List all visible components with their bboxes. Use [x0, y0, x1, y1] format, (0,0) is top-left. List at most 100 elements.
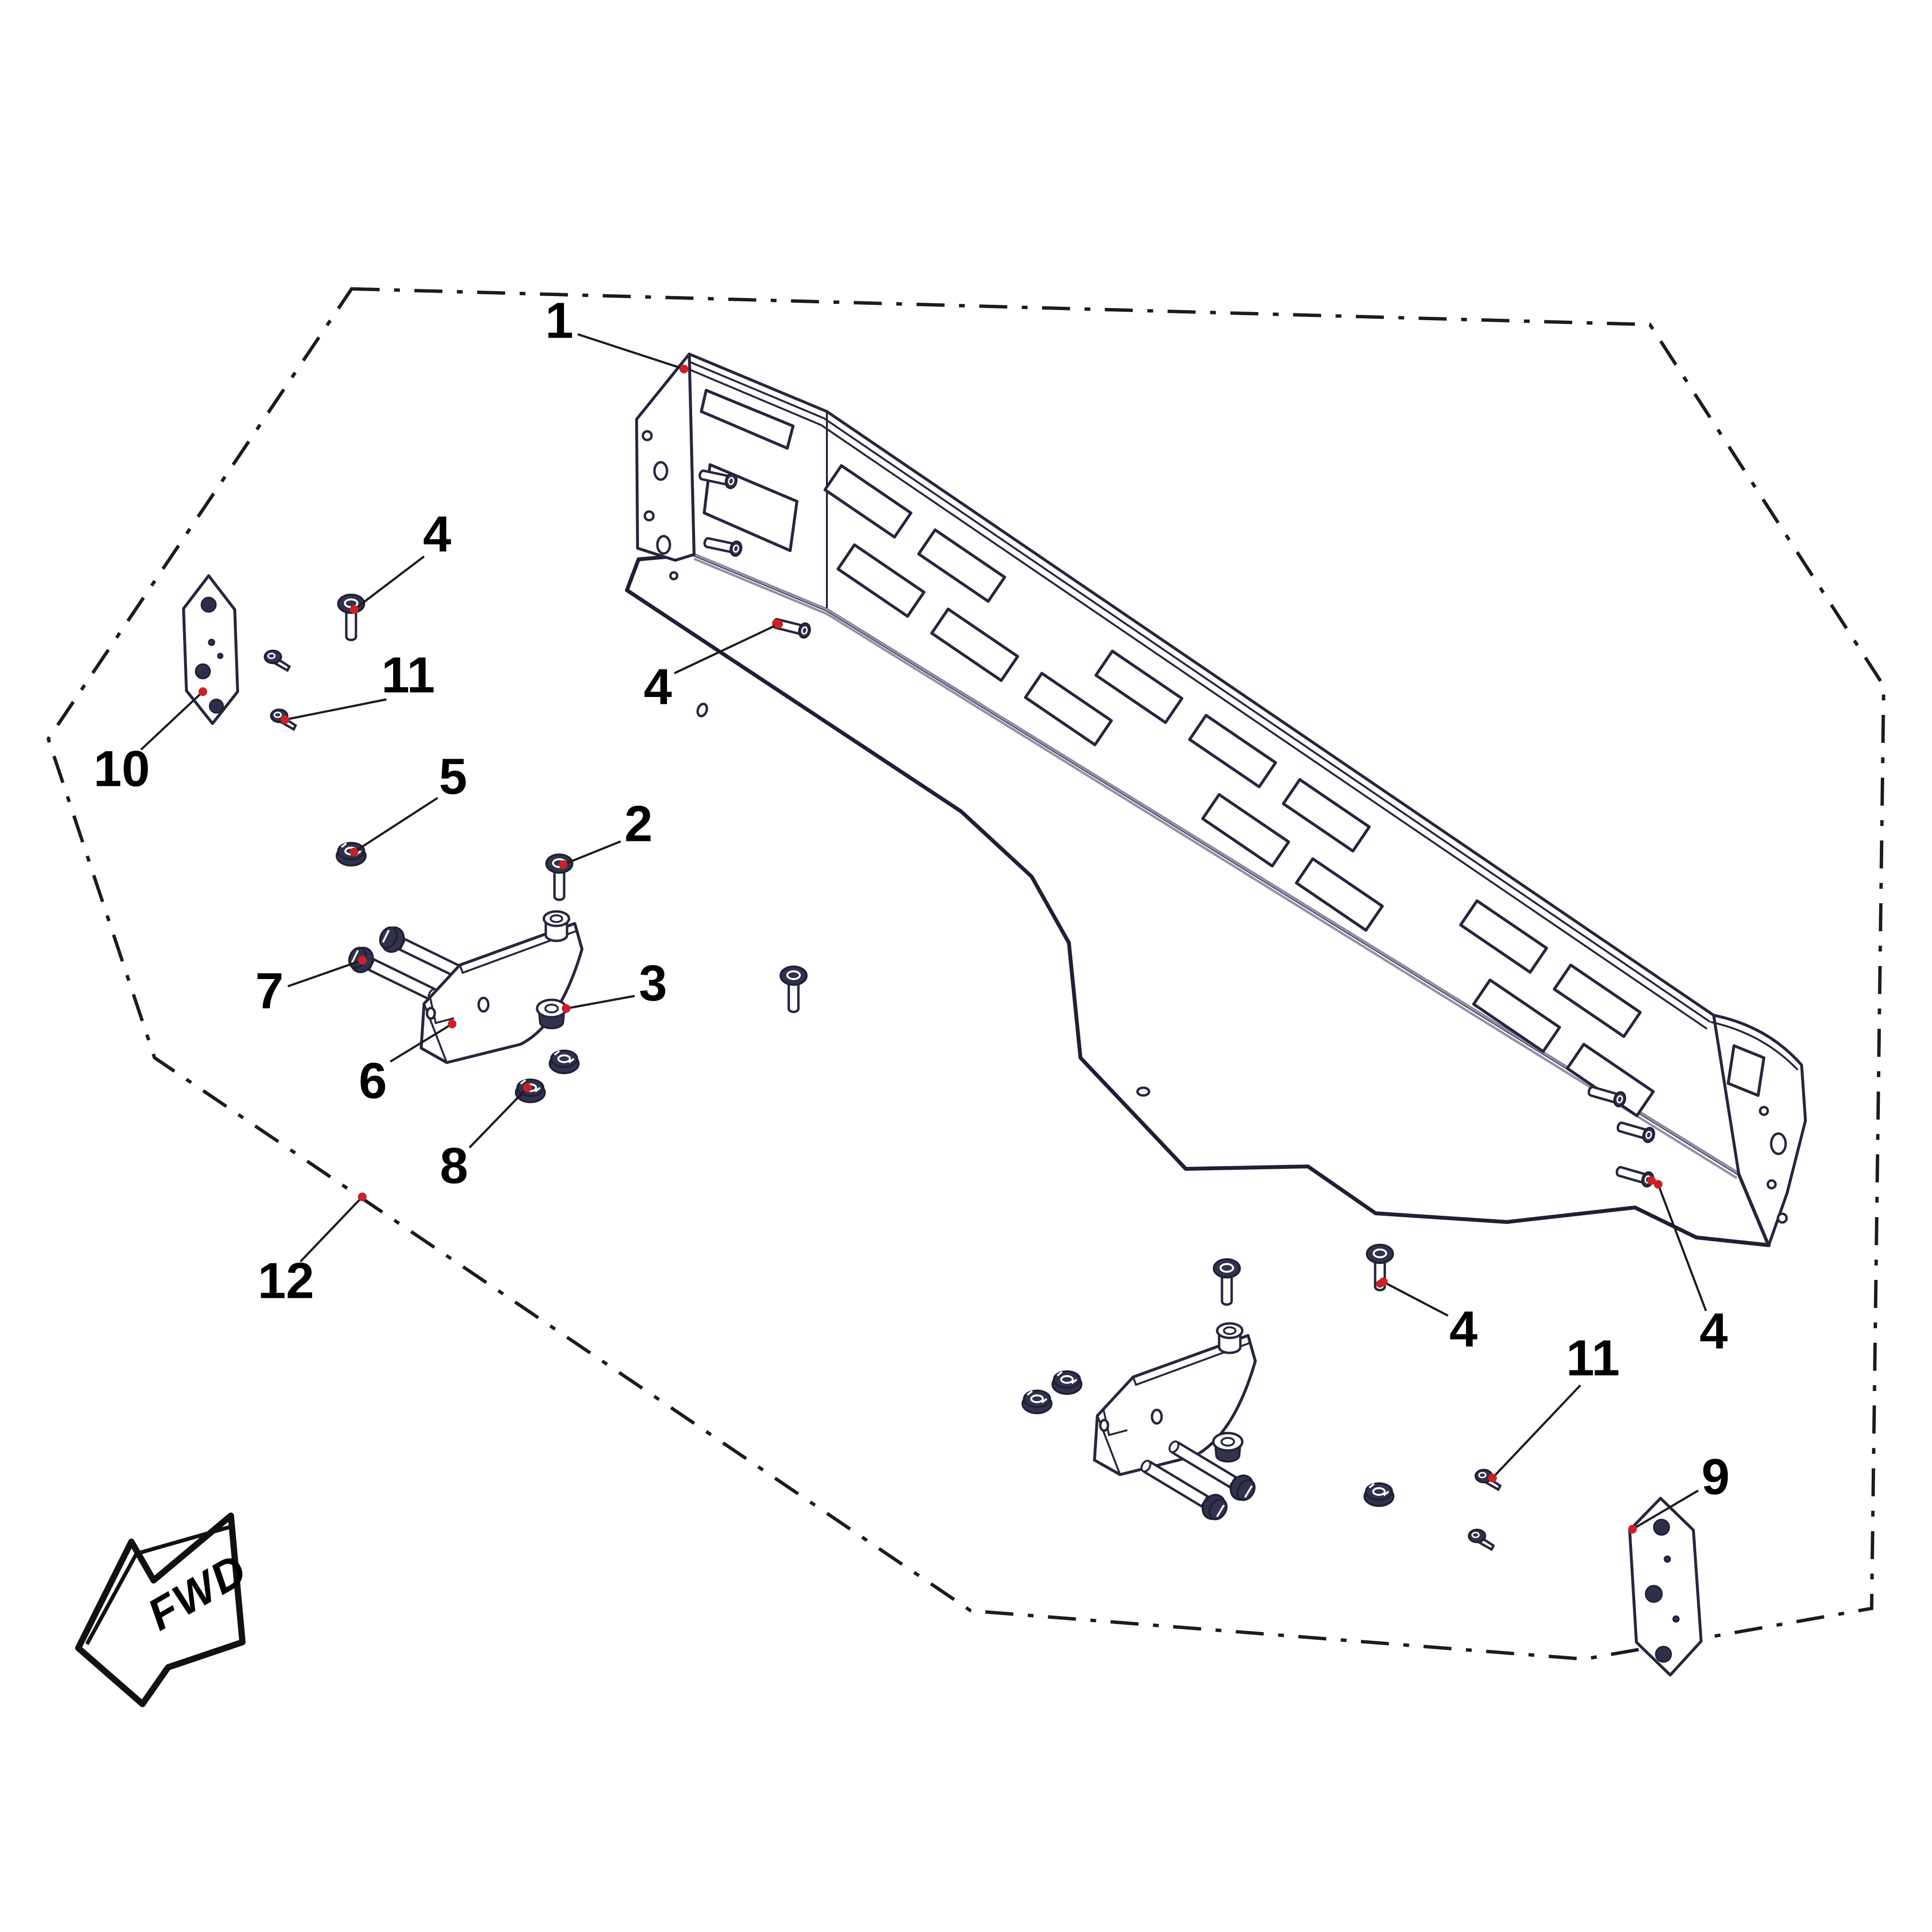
louver-slot [824, 464, 912, 539]
push-screw [1469, 1530, 1493, 1549]
callout-11: 11 [281, 647, 435, 724]
socket-bolt [546, 854, 572, 900]
callout-target-dot [350, 848, 358, 856]
push-screw [265, 651, 289, 670]
callout-number: 7 [256, 963, 284, 1020]
cap-hole [641, 430, 653, 441]
right-hardware-group [1022, 1245, 1703, 1676]
skirt-hole [1136, 1086, 1151, 1097]
callout-number: 11 [382, 647, 435, 704]
louver-slot [1459, 899, 1548, 974]
cap-hole [653, 461, 668, 481]
callout-leader-line [389, 1023, 453, 1063]
callout-target-dot [559, 860, 568, 869]
louver-slot [1188, 714, 1277, 788]
callout-leader-line [353, 555, 425, 611]
callout-5: 5 [350, 749, 467, 856]
cap-hole [1776, 1212, 1788, 1224]
callout-target-dot [199, 687, 207, 696]
callout-number: 4 [423, 506, 451, 563]
louver-slot [1282, 778, 1371, 852]
callout-4: 4 [1379, 1278, 1477, 1358]
callout-2: 2 [559, 796, 653, 869]
callout-target-dot [1488, 1474, 1497, 1482]
plate-hole [1655, 1646, 1672, 1663]
right-end-cap-fold [1713, 1015, 1740, 1174]
hex-flange-bolt [1136, 1453, 1231, 1524]
plate-hole [200, 597, 217, 613]
callout-4: 4 [1654, 1180, 1728, 1360]
callout-target-dot [1628, 1525, 1637, 1534]
callout-target-dot [1654, 1180, 1662, 1189]
flange-nut [1022, 1390, 1052, 1414]
callout-number: 4 [644, 659, 672, 715]
callout-number: 9 [1702, 1449, 1730, 1506]
callout-number: 12 [258, 1253, 314, 1309]
callout-target-dot [350, 605, 358, 614]
callout-number: 2 [625, 796, 653, 852]
callout-leader-line [287, 959, 363, 988]
bracket-bushing [542, 910, 570, 942]
fwd-direction-arrow: FWD [75, 1512, 256, 1707]
callout-8: 8 [440, 1083, 532, 1194]
fold-line [694, 553, 1740, 1175]
callout-leader-line [353, 797, 439, 853]
louver-slot [930, 608, 1019, 682]
callout-12: 12 [258, 1193, 367, 1309]
callout-leader-line [566, 994, 635, 1010]
plate-hole [1672, 1615, 1680, 1623]
fold-line [694, 557, 1738, 1179]
socket-bolt [1214, 1259, 1240, 1305]
callout-3: 3 [562, 955, 667, 1013]
callout-leader-line [1657, 1184, 1707, 1311]
plate-hole [209, 698, 224, 714]
callout-target-dot [562, 1004, 570, 1013]
cap-hole [1766, 1179, 1777, 1190]
callout-leader-line [1632, 1490, 1699, 1530]
callout-target-dot [358, 956, 367, 965]
louver-slot [1024, 672, 1113, 746]
louver-slot [1094, 650, 1183, 724]
socket-bolt [338, 595, 364, 640]
fwd-arrow-outline [75, 1512, 246, 1707]
socket-bolt [781, 966, 807, 1012]
right-end-cap-band [1710, 1021, 1799, 1071]
callout-leader-line [299, 1196, 363, 1263]
skirt-hole [696, 702, 709, 718]
callout-4: 4 [644, 620, 783, 715]
plate-hole [217, 653, 224, 659]
callout-target-dot [1379, 1278, 1388, 1286]
skid-plate-assembly [625, 353, 1807, 1247]
callout-6: 6 [359, 1020, 456, 1109]
flange-nut [549, 1050, 580, 1074]
top-edge-band [682, 366, 1708, 1030]
callout-number: 6 [359, 1053, 387, 1109]
louver-slot [1201, 793, 1290, 867]
mount-plate-left [182, 574, 239, 725]
callout-number: 4 [1700, 1303, 1728, 1360]
callout-leader-line [1382, 1281, 1449, 1317]
callout-target-dot [358, 1193, 367, 1201]
callout-leader-line [674, 623, 779, 675]
callout-leader-line [284, 698, 387, 721]
callout-target-dot [281, 715, 289, 724]
cap-hole [1770, 1132, 1787, 1155]
callout-number: 8 [440, 1138, 468, 1194]
skid-plate-skirt [625, 553, 1771, 1247]
louver-slot [1472, 979, 1561, 1053]
callout-leader-line [140, 691, 204, 751]
flange-nut [1051, 1370, 1082, 1395]
cap-hole [656, 535, 671, 555]
plate-bolt-callout-4d [1615, 1164, 1658, 1189]
cap-slot [1727, 1044, 1765, 1097]
left-hardware-group [182, 574, 807, 1103]
callout-number: 1 [545, 293, 573, 349]
left-end-cap-fold [688, 354, 695, 555]
top-edge-band [685, 359, 1711, 1023]
louver-slot [1553, 964, 1642, 1038]
callout-9: 9 [1628, 1449, 1730, 1534]
plate-hole [195, 663, 211, 680]
callout-leader-line [563, 840, 621, 866]
